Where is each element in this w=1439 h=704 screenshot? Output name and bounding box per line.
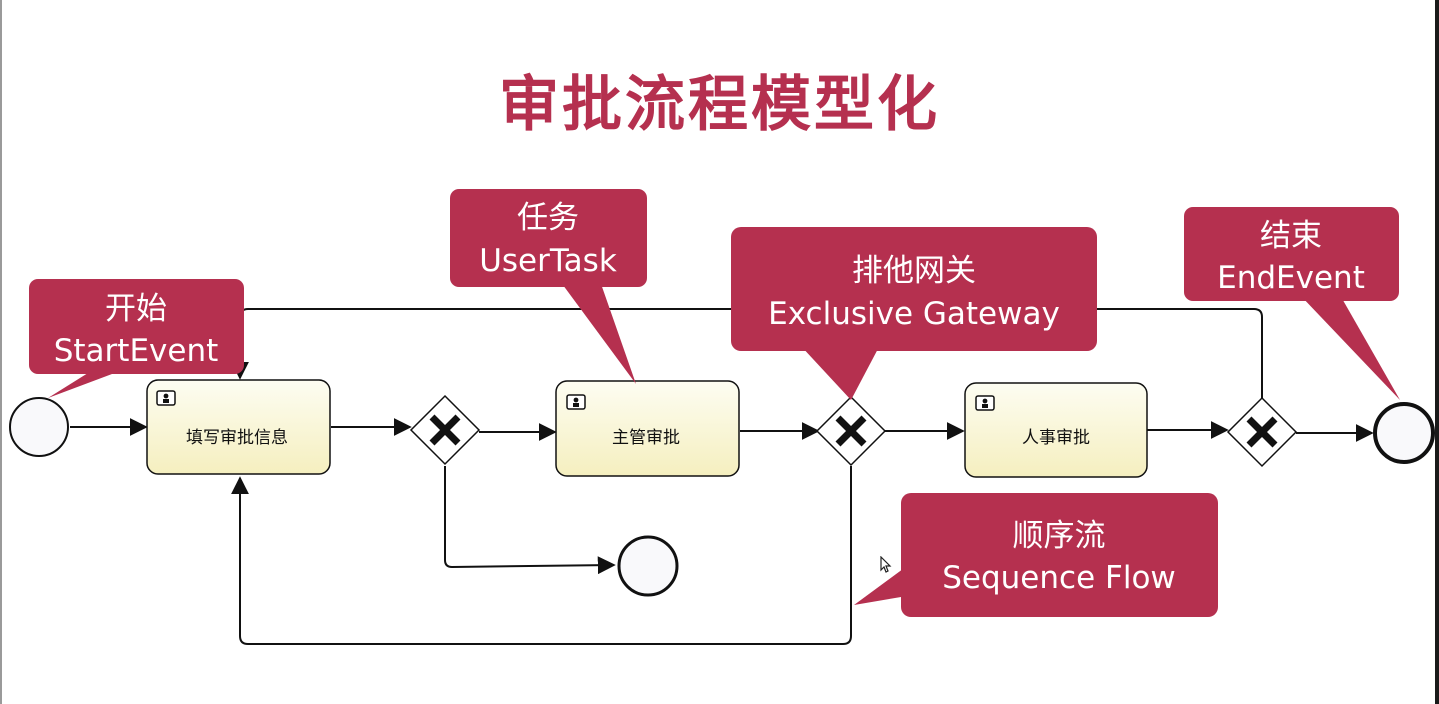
x-icon <box>1246 416 1278 448</box>
x-icon <box>835 415 867 447</box>
mouse-cursor-icon <box>880 556 892 573</box>
callout-flow-title: 顺序流 <box>1013 518 1106 554</box>
exclusive-gateway-3 <box>1226 396 1298 468</box>
reject-end-event <box>617 535 679 597</box>
callout-end-subtitle: EndEvent <box>1217 260 1365 296</box>
user-task-icon <box>975 395 995 411</box>
task-label-hr: 人事审批 <box>1022 428 1090 448</box>
callout-start-title: 开始 <box>105 291 167 327</box>
callout-task-title: 任务 <box>517 200 579 236</box>
exclusive-gateway-1 <box>409 394 481 466</box>
flow-gateway1-to-reject-end <box>444 466 616 575</box>
user-task-manager: 主管审批 <box>555 380 740 477</box>
exclusive-gateway-2 <box>815 395 887 467</box>
user-task-fill: 填写审批信息 <box>146 379 331 475</box>
user-task-icon <box>156 390 176 406</box>
callout-task-subtitle: UserTask <box>479 243 617 279</box>
callout-gateway-title: 排他网关 <box>852 253 976 289</box>
callout-start-subtitle: StartEvent <box>54 333 219 369</box>
user-task-hr: 人事审批 <box>964 382 1148 478</box>
x-icon <box>429 414 461 446</box>
callout-gateway-subtitle: Exclusive Gateway <box>768 296 1060 332</box>
task-label-fill: 填写审批信息 <box>186 428 288 448</box>
task-label-manager: 主管审批 <box>612 428 680 448</box>
callout-flow-subtitle: Sequence Flow <box>942 560 1176 596</box>
end-event <box>1373 402 1435 464</box>
callout-exclusive-gateway: 排他网关 Exclusive Gateway <box>731 227 1097 400</box>
window-right-border <box>1435 0 1439 704</box>
callout-end-event: 结束 EndEvent <box>1184 207 1400 400</box>
callout-sequence-flow: 顺序流 Sequence Flow <box>854 493 1218 617</box>
callout-start-event: 开始 StartEvent <box>29 279 244 398</box>
user-task-icon <box>566 394 586 410</box>
callout-end-title: 结束 <box>1260 218 1322 254</box>
slide-title: 审批流程模型化 <box>499 70 940 140</box>
start-event <box>9 397 69 457</box>
callout-user-task: 任务 UserTask <box>450 189 647 384</box>
window-left-border <box>0 0 2 704</box>
flow-gateway2-back-to-fill <box>231 466 852 645</box>
